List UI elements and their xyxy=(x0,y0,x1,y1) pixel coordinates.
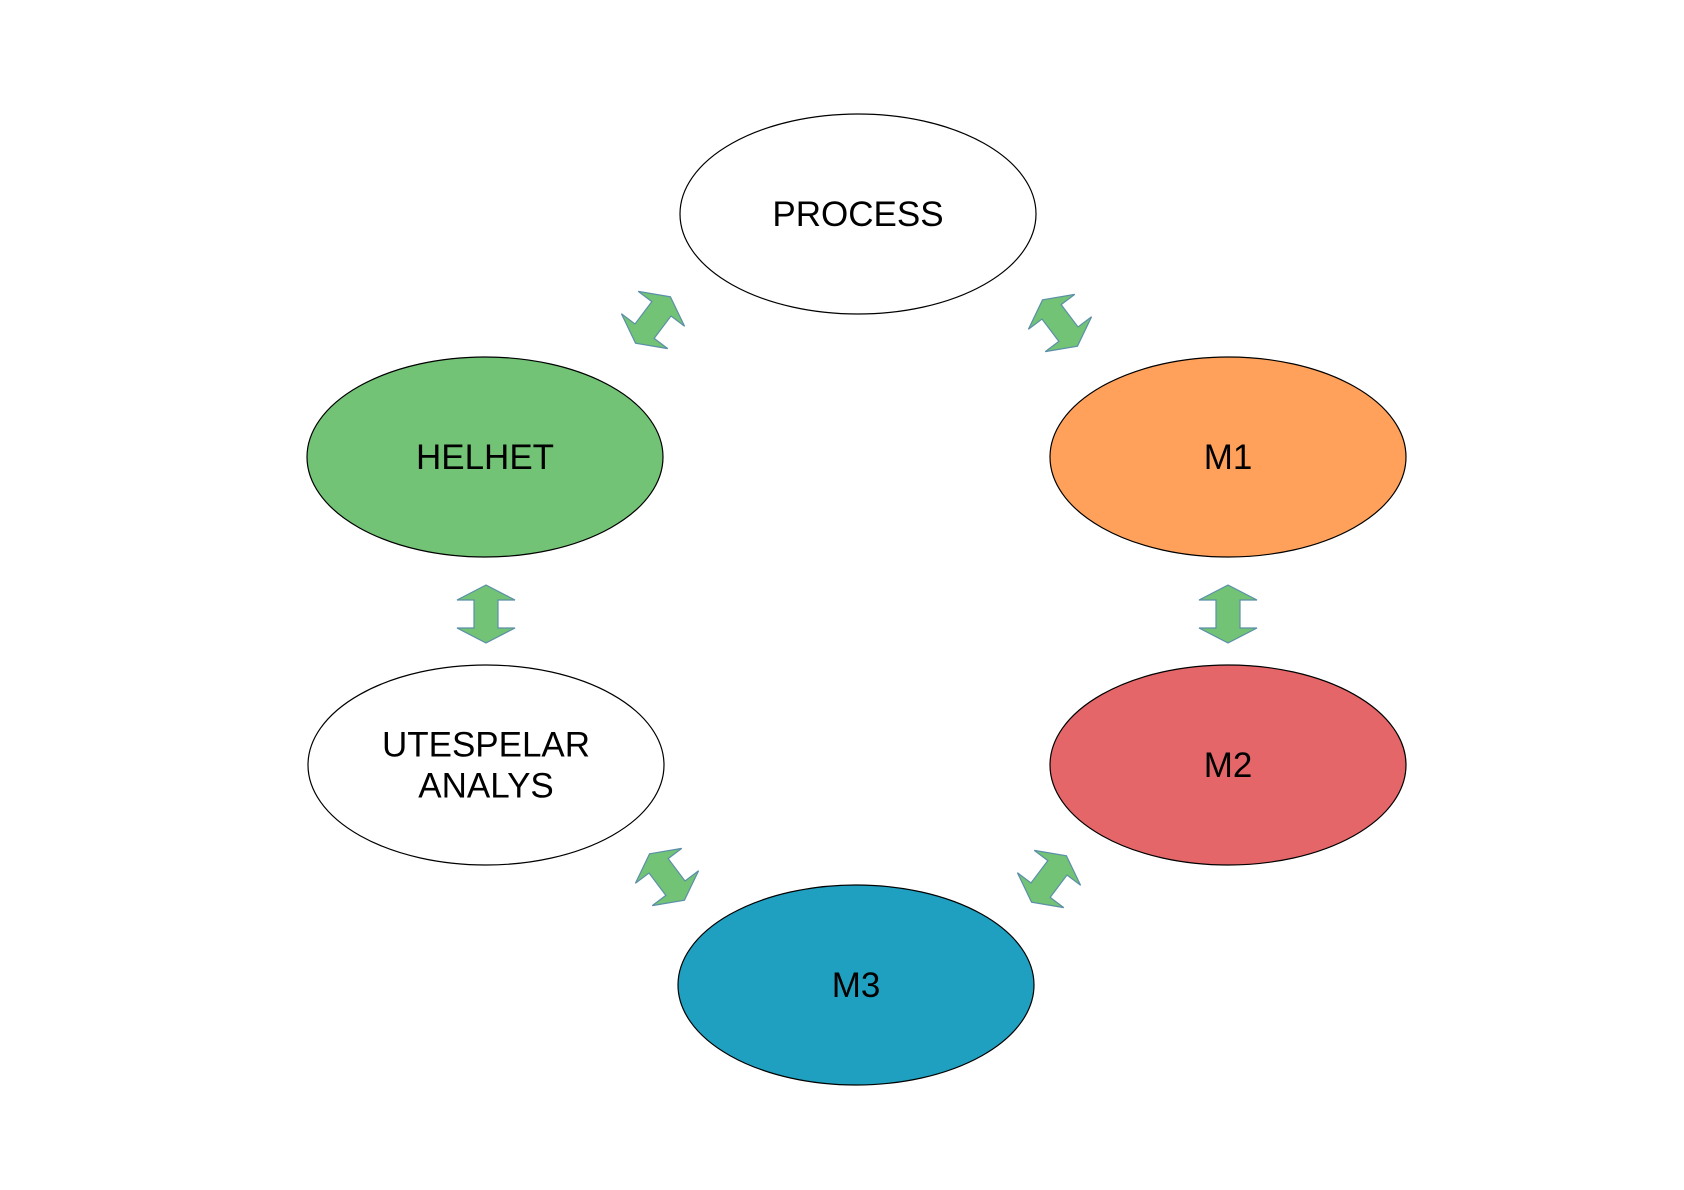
node-ellipse xyxy=(307,664,665,866)
double-arrow-icon xyxy=(1198,584,1258,644)
double-arrow-icon xyxy=(456,584,516,644)
node-label: UTESPELAR xyxy=(382,726,590,765)
node-ellipse xyxy=(1049,356,1407,558)
node-m3: M3 xyxy=(677,884,1035,1086)
node-label: HELHET xyxy=(416,438,554,477)
node-ellipse xyxy=(677,884,1035,1086)
node-ellipse xyxy=(679,113,1037,315)
double-arrow-m1-m2 xyxy=(1198,584,1258,644)
node-label: PROCESS xyxy=(772,195,943,234)
node-helhet: HELHET xyxy=(306,356,664,558)
node-label: M1 xyxy=(1204,438,1253,477)
node-ellipse xyxy=(306,356,664,558)
double-arrow-icon xyxy=(1016,849,1082,909)
node-ellipse xyxy=(1049,664,1407,866)
node-label: M2 xyxy=(1204,746,1253,785)
double-arrow-m2-m3 xyxy=(1016,849,1082,909)
double-arrow-process-helhet xyxy=(620,290,686,350)
node-m1: M1 xyxy=(1049,356,1407,558)
double-arrow-icon xyxy=(620,290,686,350)
node-label: M3 xyxy=(832,966,881,1005)
double-arrow-helhet-utespelar-analys xyxy=(456,584,516,644)
arrows-layer xyxy=(456,290,1258,909)
node-m2: M2 xyxy=(1049,664,1407,866)
node-process: PROCESS xyxy=(679,113,1037,315)
double-arrow-icon xyxy=(1027,293,1093,353)
double-arrow-icon xyxy=(634,847,700,907)
double-arrow-utespelar-analys-m3 xyxy=(634,847,700,907)
double-arrow-process-m1 xyxy=(1027,293,1093,353)
node-label: ANALYS xyxy=(418,767,554,806)
